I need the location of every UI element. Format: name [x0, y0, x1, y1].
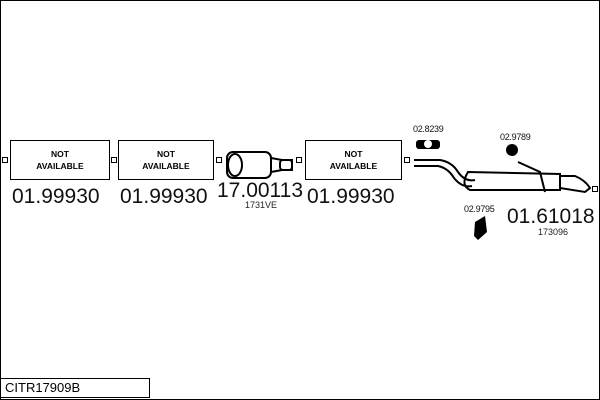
na-label: NOT — [344, 149, 363, 159]
part-reference: 1731VE — [245, 200, 278, 210]
connector-icon — [296, 157, 302, 163]
part-number: 01.99930 — [307, 185, 395, 208]
not-available-box-2: NOT AVAILABLE — [118, 140, 214, 180]
part-number: 17.00113 — [217, 179, 304, 202]
part-reference: 173096 — [538, 227, 569, 237]
na-label: AVAILABLE — [36, 161, 84, 171]
part-number: 01.99930 — [120, 185, 208, 208]
part-number: 01.99930 — [12, 185, 100, 208]
connector-icon — [216, 157, 222, 163]
bracket-icon — [474, 216, 487, 240]
accessory-number: 02.9795 — [464, 204, 495, 214]
na-label: AVAILABLE — [142, 161, 190, 171]
mounting-ring-icon — [416, 140, 440, 149]
not-available-box-1: NOT AVAILABLE — [10, 140, 110, 180]
connector-icon — [111, 157, 117, 163]
rear-silencer-icon — [414, 159, 592, 194]
connector-icon — [592, 186, 598, 192]
na-label: AVAILABLE — [329, 161, 378, 171]
dpf-filter-icon — [226, 151, 293, 179]
na-label: NOT — [51, 149, 69, 159]
accessory-number: 02.9789 — [500, 132, 531, 142]
na-label: NOT — [157, 149, 175, 159]
connector-icon — [404, 157, 410, 163]
not-available-box-3: NOT AVAILABLE — [305, 140, 402, 180]
accessory-number: 02.8239 — [413, 124, 444, 134]
connector-icon — [2, 157, 8, 163]
part-number: 01.61018 — [507, 205, 595, 228]
diagram-code: CITR17909B — [0, 378, 150, 398]
rubber-mount-icon — [506, 144, 518, 156]
